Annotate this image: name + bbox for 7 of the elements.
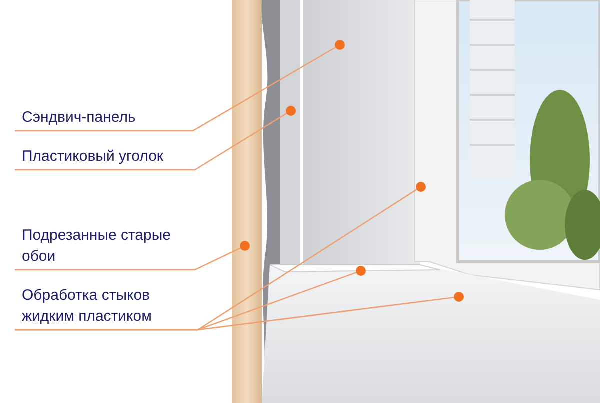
leader-line xyxy=(15,46,336,132)
leader-line xyxy=(15,296,454,331)
callout-label: Обработка стыков жидким пластиком xyxy=(15,282,201,330)
callout-label: Сэндвич-панель xyxy=(15,102,197,131)
leader-line xyxy=(15,113,288,171)
callout-label: Пластиковый уголок xyxy=(15,143,197,170)
callout-label: Подрезанные старые обои xyxy=(15,222,197,270)
